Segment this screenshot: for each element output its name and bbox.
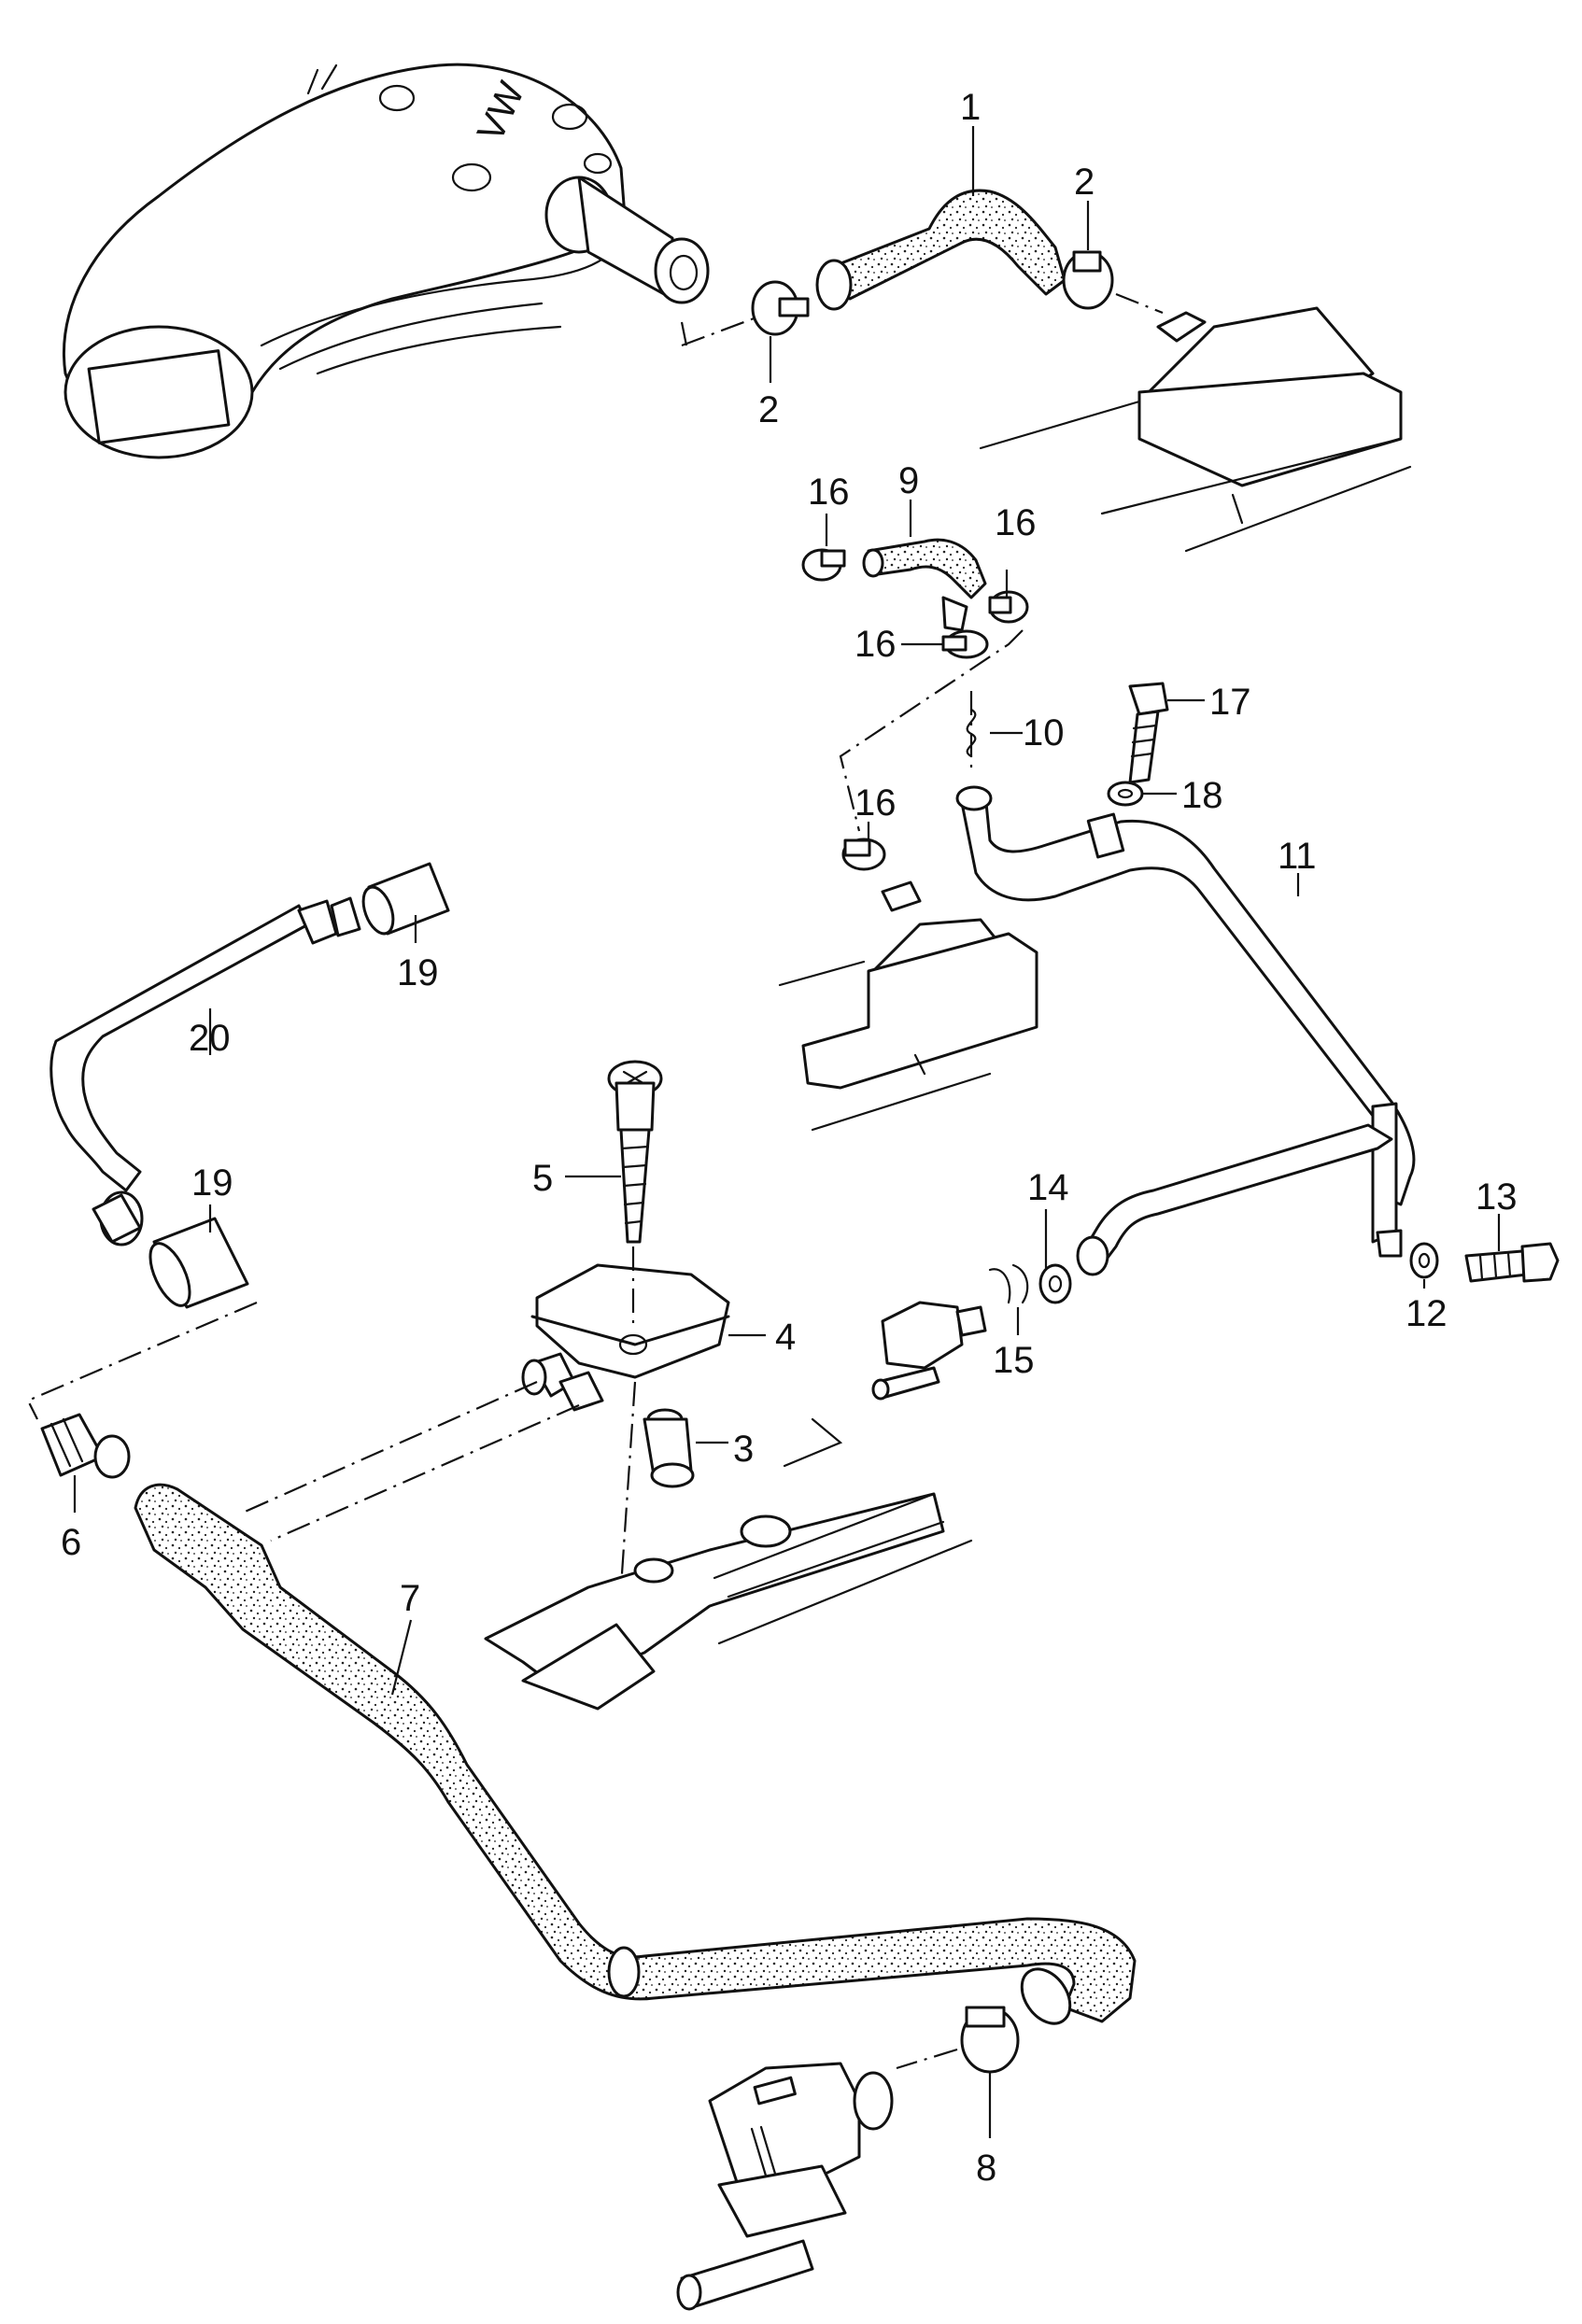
callout-6: 6 [61, 1522, 81, 1563]
callout-10: 10 [1023, 712, 1065, 754]
washer-part-18 [1107, 781, 1144, 807]
bolt-part-17 [1128, 682, 1169, 784]
callout-4: 4 [775, 1317, 796, 1358]
washer-part-12 [1409, 1242, 1439, 1279]
callout-16-b: 16 [995, 502, 1037, 543]
leader-lines [73, 126, 1501, 2138]
callout-16-c: 16 [855, 624, 897, 665]
bolt-part-5 [607, 1060, 663, 1244]
callout-13: 13 [1476, 1176, 1518, 1218]
valve-cover-middle [778, 880, 1038, 1132]
callout-19-top: 19 [397, 952, 439, 993]
hose-clamp-part-16-b [988, 590, 1029, 624]
callout-2-left: 2 [758, 389, 779, 430]
washer-part-14 [1038, 1263, 1072, 1304]
breather-valve-lower-right [871, 1301, 987, 1401]
assembly-line-7 [270, 1403, 580, 1542]
callout-20: 20 [189, 1018, 231, 1059]
callout-19-bottom: 19 [191, 1162, 233, 1204]
assembly-line-9 [896, 2048, 958, 2070]
assembly-line-1 [680, 316, 757, 347]
sleeve-part-19-top [361, 862, 450, 936]
bolt-part-13 [1464, 1242, 1560, 1283]
assembly-line-4 [26, 1301, 258, 1420]
callout-12: 12 [1405, 1293, 1448, 1334]
assembly-line-6 [242, 1380, 538, 1514]
connector-part-6 [40, 1413, 131, 1479]
callout-17: 17 [1209, 682, 1251, 723]
callout-14: 14 [1027, 1167, 1069, 1208]
hose-clamp-part-2-left [751, 280, 810, 336]
hose-part-1 [815, 189, 1066, 311]
valve-cover-bottom [484, 1417, 973, 1711]
callout-7: 7 [400, 1578, 420, 1619]
pipe-part-11 [955, 785, 1416, 1276]
callout-3: 3 [733, 1429, 754, 1470]
hose-clamp-part-16-d [841, 838, 886, 871]
assembly-line-3 [839, 629, 1024, 832]
assembly-line-8 [619, 1381, 637, 1588]
callout-16-a: 16 [808, 472, 850, 513]
sleeve-part-19-bottom [148, 1217, 249, 1309]
callout-2-right: 2 [1074, 162, 1095, 203]
grommet-part-3 [643, 1408, 695, 1488]
hose-clamp-part-16-c [941, 629, 989, 659]
valve-cover-top [979, 306, 1412, 553]
valve-bracket-part-4 [521, 1263, 730, 1412]
clip-part-15 [988, 1263, 1029, 1304]
callout-15: 15 [993, 1340, 1035, 1381]
callout-5: 5 [532, 1158, 553, 1199]
callout-18: 18 [1181, 775, 1223, 816]
callout-8: 8 [976, 2148, 996, 2189]
breather-valve-bottom [676, 2062, 894, 2311]
callout-1: 1 [960, 87, 981, 128]
air-intake-housing [63, 63, 710, 459]
tube-part-20 [49, 896, 361, 1247]
spring-clip-part-10 [966, 691, 977, 775]
callout-labels: 1 2 2 3 4 5 6 7 8 9 10 11 12 13 14 15 16… [61, 87, 1518, 2189]
hose-part-7 [134, 1483, 1137, 2025]
hose-part-9 [862, 538, 987, 632]
callout-11: 11 [1278, 836, 1317, 877]
assembly-line-2 [1115, 292, 1164, 315]
callout-16-d: 16 [855, 782, 897, 824]
hose-clamp-part-16-a [801, 548, 846, 582]
callout-9: 9 [898, 460, 919, 501]
hose-clamp-part-2-right [1062, 250, 1114, 310]
hose-clamp-part-8 [960, 2006, 1020, 2074]
